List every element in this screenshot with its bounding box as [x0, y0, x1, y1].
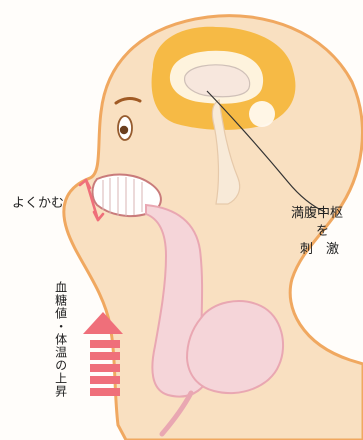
rise-arrow-bar-3: [90, 364, 120, 372]
chewing-label: よくかむ: [12, 197, 64, 211]
rise-arrow-bar-5: [90, 388, 120, 396]
satiety-label-line2: を: [316, 225, 329, 239]
rise-arrow-bar-1: [90, 340, 120, 348]
rise-arrow-bar-2: [90, 352, 120, 360]
rise-label: 血糖値・体温の上昇: [54, 281, 67, 398]
brain-core: [185, 65, 250, 97]
satiety-label-line1: 満腹中枢: [291, 207, 343, 221]
cerebellum: [249, 101, 275, 127]
pupil: [120, 126, 128, 134]
satiety-label-line3: 刺 激: [300, 243, 339, 257]
rise-arrow-bar-4: [90, 376, 120, 384]
